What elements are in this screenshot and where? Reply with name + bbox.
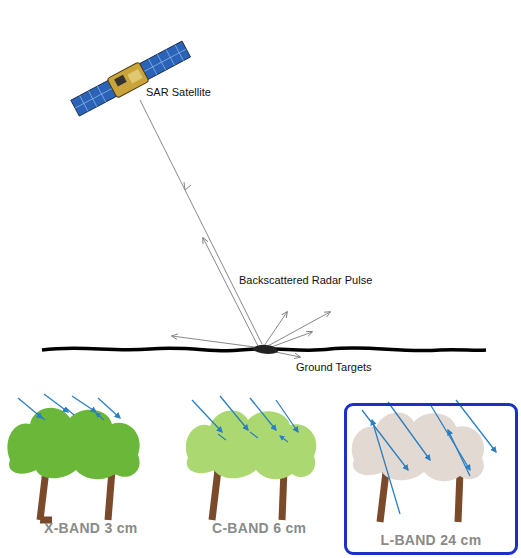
ground-target <box>252 345 278 354</box>
highlight-box: L-BAND 24 cm <box>344 403 518 555</box>
satellite <box>70 39 192 118</box>
satellite-label: SAR Satellite <box>146 86 211 98</box>
c-band-trees <box>186 396 316 520</box>
pulse-label: Backscattered Radar Pulse <box>239 274 372 286</box>
band-label: X-BAND 3 cm <box>44 520 138 536</box>
l-band-trees <box>352 400 496 522</box>
band-label: C-BAND 6 cm <box>212 520 306 536</box>
target-label: Ground Targets <box>296 361 372 373</box>
band-label: L-BAND 24 cm <box>347 532 515 548</box>
x-band-trees <box>7 394 139 520</box>
